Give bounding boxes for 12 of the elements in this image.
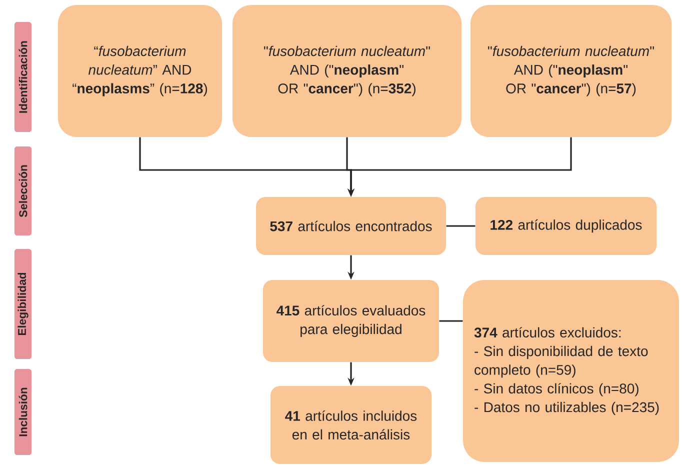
stage-band: Selección [14, 146, 32, 236]
exclusion-box: 374 artículos excluidos: - Sin disponibilidad de texto completo (n=59) - Sin datos clínicos (n=80) - Datos no utilizables (n=235) [463, 280, 679, 462]
process-box: 41 artículos incluidos en el meta-análisis [270, 386, 432, 464]
process-box: "fusobacterium nucleatum" AND ("neoplasm" OR "cancer") (n=57) [470, 5, 672, 137]
process-box: “fusobacterium nucleatum” AND “neoplasms” (n=128) [58, 5, 222, 137]
process-box: 537 artículos encontrados [256, 197, 446, 255]
process-box: "fusobacterium nucleatum" AND ("neoplasm" OR "cancer") (n=352) [232, 5, 462, 137]
stage-band: Identificación [14, 22, 32, 132]
stage-band: Elegibilidad [14, 249, 32, 359]
stage-band: Inclusión [14, 369, 32, 455]
process-box: 415 artículos evaluados para elegibilidad [263, 280, 439, 362]
process-box: 122 artículos duplicados [475, 197, 657, 255]
